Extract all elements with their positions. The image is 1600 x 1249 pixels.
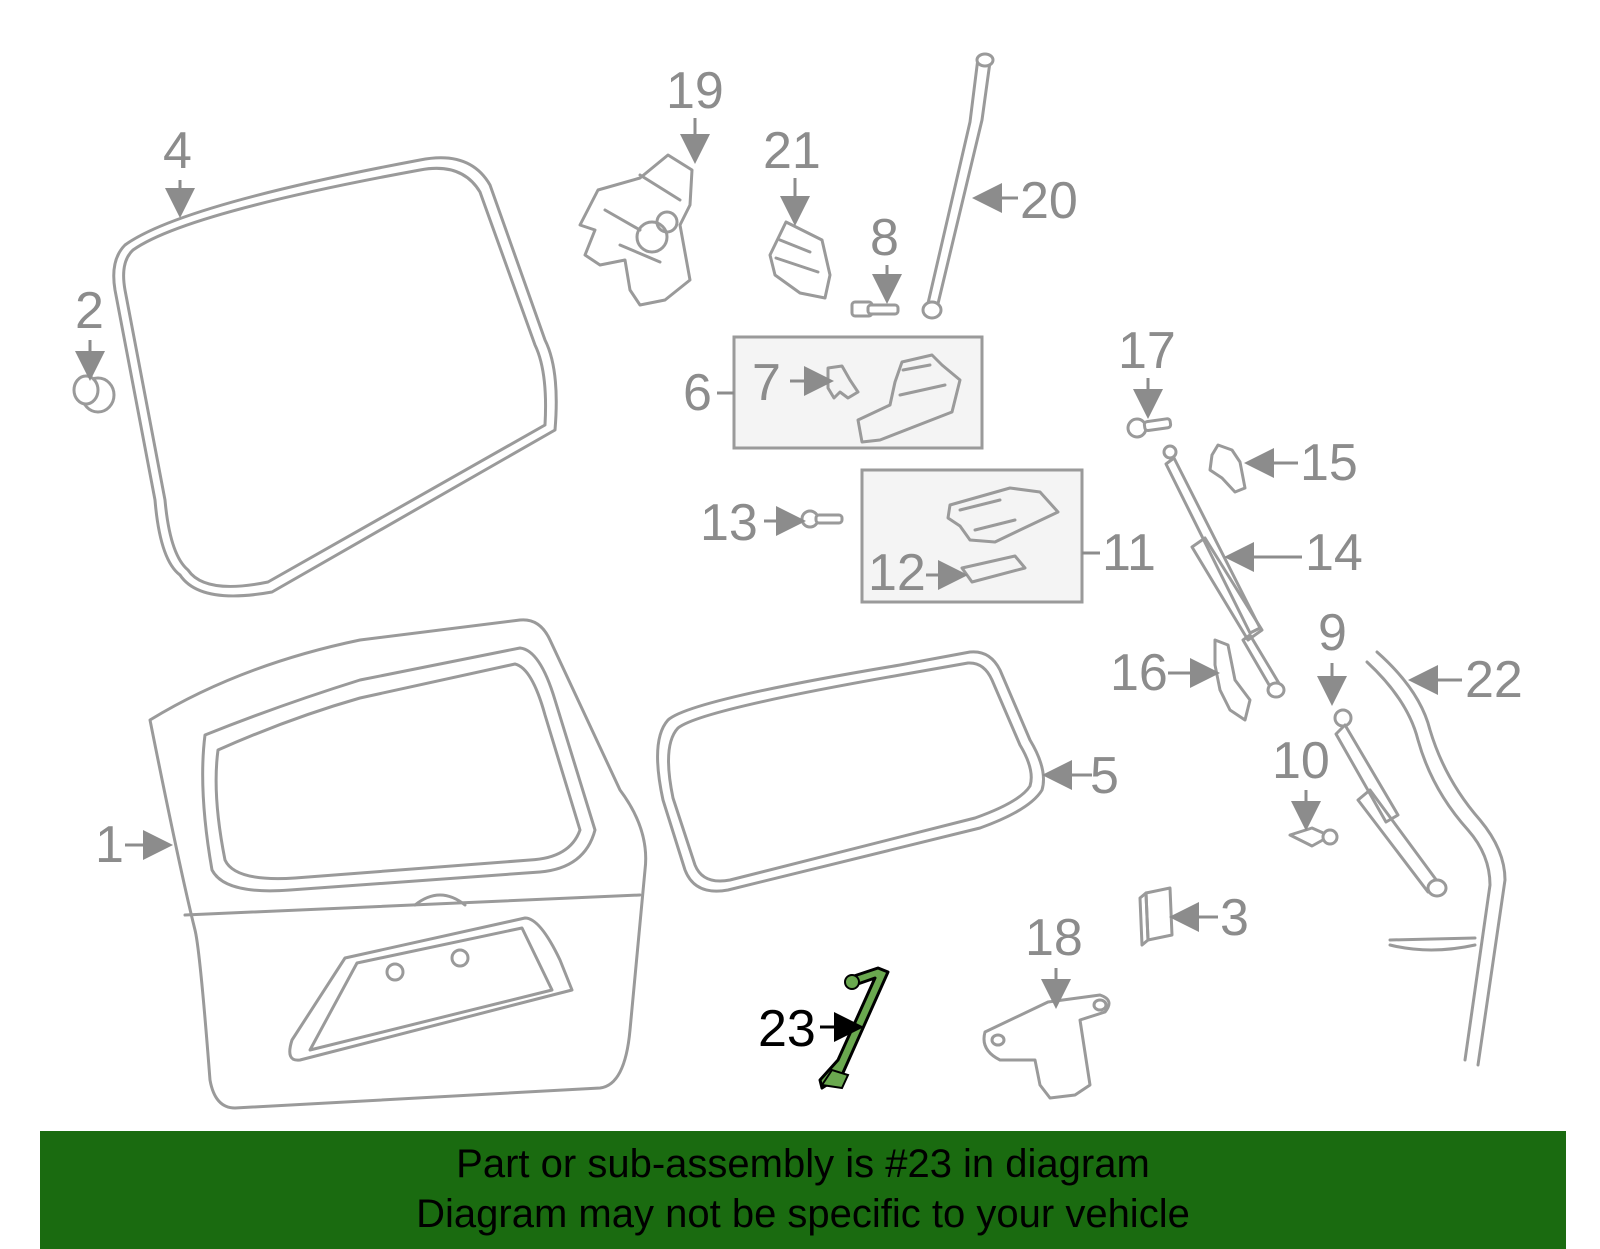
part-4-rear-glass[interactable] (112, 156, 558, 598)
callout-9: 9 (1318, 604, 1347, 662)
callout-14: 14 (1305, 524, 1363, 582)
callout-12: 12 (868, 544, 926, 602)
part-11-hinge-box[interactable] (860, 468, 1084, 604)
callout-5: 5 (1090, 747, 1119, 805)
part-20-strut[interactable] (921, 52, 995, 320)
callout-4: 4 (163, 122, 192, 180)
callout-10: 10 (1272, 732, 1330, 790)
part-1-liftgate[interactable] (148, 618, 648, 1110)
leader-lines (75, 118, 1462, 1042)
part-2-bumper-stop[interactable] (72, 374, 116, 414)
part-17-bolt[interactable] (1126, 417, 1173, 439)
part-14-gas-strut[interactable] (1162, 444, 1286, 699)
part-3-clip[interactable] (1138, 886, 1174, 947)
part-21-bracket[interactable] (768, 220, 832, 300)
callout-8: 8 (870, 209, 899, 267)
callout-11: 11 (1102, 524, 1156, 582)
callout-20: 20 (1020, 172, 1078, 230)
part-13-bolt[interactable] (800, 509, 844, 529)
info-banner: Part or sub-assembly is #23 in diagram D… (40, 1131, 1566, 1249)
callout-labels: 4 2 19 21 8 20 7 6 17 15 13 11 12 14 16 … (75, 62, 1523, 1058)
callout-2: 2 (75, 282, 104, 340)
banner-line-disclaimer: Diagram may not be specific to your vehi… (416, 1192, 1190, 1236)
part-22-weatherstrip[interactable] (1365, 650, 1507, 1067)
part-18-latch[interactable] (982, 993, 1111, 1100)
callout-1: 1 (95, 816, 124, 874)
callout-21: 21 (763, 122, 821, 180)
part-10-bolt[interactable] (1288, 826, 1339, 848)
part-16-bracket[interactable] (1213, 638, 1252, 722)
callout-16: 16 (1110, 644, 1168, 702)
callout-3: 3 (1220, 889, 1249, 947)
callout-19: 19 (666, 62, 724, 120)
part-8-bolt[interactable] (850, 300, 900, 318)
callout-18: 18 (1025, 909, 1083, 967)
callout-17: 17 (1118, 322, 1176, 380)
part-9-gas-strut[interactable] (1333, 708, 1448, 898)
callout-7: 7 (752, 354, 781, 412)
callout-6: 6 (683, 364, 712, 422)
part-15-clip[interactable] (1208, 443, 1247, 494)
callout-13: 13 (700, 494, 758, 552)
banner-line-part-number: Part or sub-assembly is #23 in diagram (456, 1142, 1150, 1186)
callout-22: 22 (1465, 651, 1523, 709)
part-5-window-seal[interactable] (656, 650, 1045, 893)
callout-15: 15 (1300, 434, 1358, 492)
callout-23-highlighted: 23 (758, 1000, 816, 1058)
part-19-actuator[interactable] (578, 153, 694, 307)
